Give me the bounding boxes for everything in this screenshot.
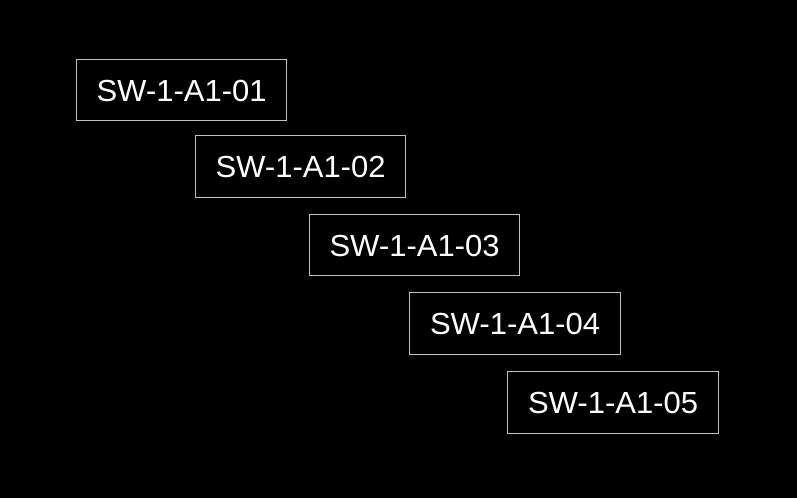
switch-label-01[interactable]: SW-1-A1-01 [76,59,287,121]
switch-label-05[interactable]: SW-1-A1-05 [507,371,719,434]
switch-label-text: SW-1-A1-01 [96,72,267,108]
switch-label-text: SW-1-A1-05 [528,385,698,420]
switch-label-text: SW-1-A1-03 [329,227,500,263]
switch-label-02[interactable]: SW-1-A1-02 [195,135,406,198]
switch-label-03[interactable]: SW-1-A1-03 [309,214,520,276]
switch-label-text: SW-1-A1-02 [215,149,386,184]
switch-label-text: SW-1-A1-04 [430,306,600,341]
switch-label-04[interactable]: SW-1-A1-04 [409,292,621,355]
